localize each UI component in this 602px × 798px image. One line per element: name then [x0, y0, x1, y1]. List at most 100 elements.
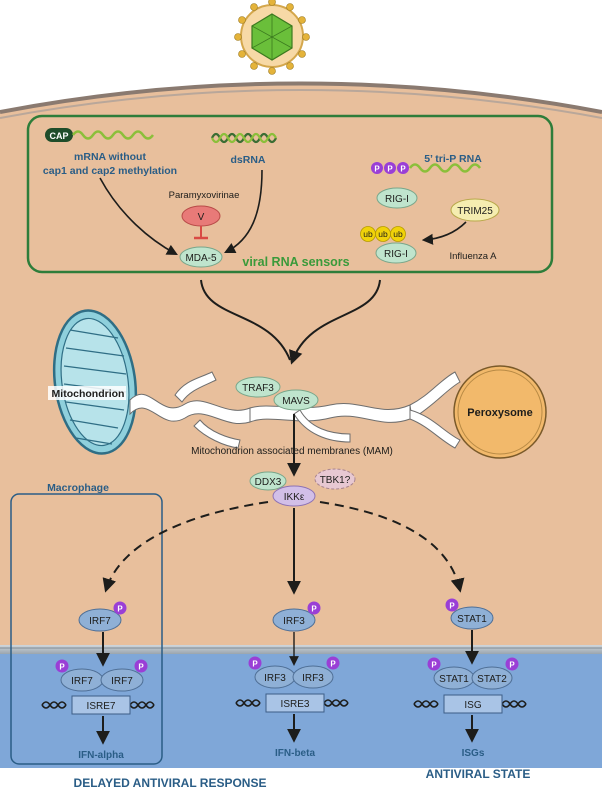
stat1-phosphate [445, 598, 459, 612]
ikke-node [272, 485, 316, 507]
irf3-dimer-p-left [248, 656, 262, 670]
paramyxo-label: Paramyxovirinae [169, 190, 240, 201]
ub-2-label: ub [378, 229, 388, 239]
mda5-node [179, 246, 223, 268]
irf7-dimer-p-left [55, 659, 69, 673]
mito-label-bg [48, 386, 126, 400]
v-label: V [198, 212, 205, 223]
arrow-sensors-right [289, 279, 381, 365]
mrna-label-line1: mRNA without [74, 151, 146, 163]
phosphate-2-label: P [387, 165, 393, 174]
arrow-sensors-left [200, 279, 291, 361]
mito-label: Mitochondrion [52, 388, 125, 400]
cap-badge [45, 128, 73, 142]
peroxisome-inner-ring [457, 369, 543, 455]
tbk1-label: TBK1? [320, 475, 351, 486]
ifn-beta-label: IFN-beta [275, 748, 315, 759]
tbk1-node [314, 468, 356, 490]
macrophage-label: Macrophage [47, 482, 109, 494]
mitochondrion [52, 309, 138, 455]
irf7-dimer-p-right-label: P [138, 663, 144, 672]
trim25-label: TRIM25 [457, 206, 493, 217]
trim25-node [450, 198, 500, 222]
cap-mrna-group: CAP mRNA without cap1 and cap2 methylati… [43, 128, 177, 177]
stat-dimer-p-left [427, 657, 441, 671]
cell-cytoplasm [0, 83, 602, 650]
ubiquitin-chain: ub ub ub [360, 226, 406, 242]
irf3-dimer-b-label: IRF3 [302, 673, 324, 684]
irf3-phosphate [307, 601, 321, 615]
dsrna-strand-b [210, 132, 278, 144]
rigi-node [376, 187, 418, 209]
phosphate-2 [384, 162, 396, 174]
antiviral-state-label: ANTIVIRAL STATE [426, 767, 531, 781]
virus-capsid-facets [251, 14, 293, 60]
arrow-mrna-to-mda5 [99, 177, 178, 256]
ub-3 [390, 226, 406, 242]
irf7-node [78, 608, 122, 632]
dna-middle [235, 699, 349, 707]
stat1-dimer-label: STAT1 [439, 674, 469, 685]
nuclear-envelope [0, 645, 602, 654]
mavs-label: MAVS [282, 396, 310, 407]
cap-label: CAP [49, 131, 68, 141]
irf7-dimer-p-right [134, 659, 148, 673]
isre3-label: ISRE3 [281, 699, 310, 710]
phosphate-3-label: P [400, 165, 406, 174]
stat-dimer-p-right [505, 657, 519, 671]
triprna-group: P P P 5’ tri-P RNA [371, 153, 482, 174]
irf7-dimer-b [100, 668, 144, 692]
sensor-box [26, 114, 554, 274]
mavs-node [273, 389, 319, 411]
mrna-label-line2: cap1 and cap2 methylation [43, 165, 177, 177]
phosphate-1-label: P [374, 165, 380, 174]
ddx3-node [249, 471, 287, 491]
irf7-dimer-b-label: IRF7 [111, 676, 133, 687]
macrophage-box [10, 493, 163, 765]
stat-dimer-p-left-label: P [431, 661, 437, 670]
irf7-phosphate-label: P [117, 605, 123, 614]
virus-spikes [234, 0, 310, 75]
irf3-node [272, 608, 316, 632]
delayed-response-label: DELAYED ANTIVIRAL RESPONSE [74, 776, 267, 790]
irf3-label: IRF3 [283, 616, 305, 627]
phosphate-1 [371, 162, 383, 174]
irf3-dimer-p-right [326, 656, 340, 670]
irf3-dimer-p-left-label: P [252, 660, 258, 669]
isgs-label: ISGs [462, 748, 485, 759]
ub-3-label: ub [393, 229, 403, 239]
sensor-box-title: viral RNA sensors [242, 255, 349, 269]
irf7-phosphate [113, 601, 127, 615]
mda5-label: MDA-5 [185, 253, 217, 264]
dsrna-label: dsRNA [230, 154, 265, 166]
stat2-node [471, 666, 513, 690]
ikke-label: IKKε [284, 492, 305, 503]
irf7-label: IRF7 [89, 616, 111, 627]
isg-label: ISG [464, 700, 481, 711]
perox-label: Peroxysome [467, 407, 532, 419]
phosphate-3 [397, 162, 409, 174]
cell-membrane-outer [0, 81, 602, 114]
ifn-alpha-label: IFN-alpha [78, 750, 124, 761]
triprna-strand [408, 163, 482, 173]
arrow-dsrna-to-mda5 [223, 169, 263, 254]
mam-label: Mitochondrion associated membranes (MAM) [191, 446, 393, 457]
peroxisome [453, 365, 547, 459]
influenza-label: Influenza A [449, 251, 497, 262]
rigi-label: RIG-I [385, 194, 409, 205]
stat-dimer-p-right-label: P [509, 661, 515, 670]
mrna-strand [71, 130, 155, 140]
virus-particle [234, 0, 310, 75]
traf3-label: TRAF3 [242, 383, 274, 394]
stat1-node [450, 606, 494, 630]
stat2-label: STAT2 [477, 674, 507, 685]
rigi-ub-node [375, 242, 417, 264]
isg-box [443, 694, 503, 714]
irf7-dimer-a-label: IRF7 [71, 676, 93, 687]
irf3-dimer-b [292, 665, 334, 689]
arrow-trim25-to-ub [421, 221, 467, 245]
isre7-label: ISRE7 [87, 701, 116, 712]
dna-right [413, 700, 527, 708]
